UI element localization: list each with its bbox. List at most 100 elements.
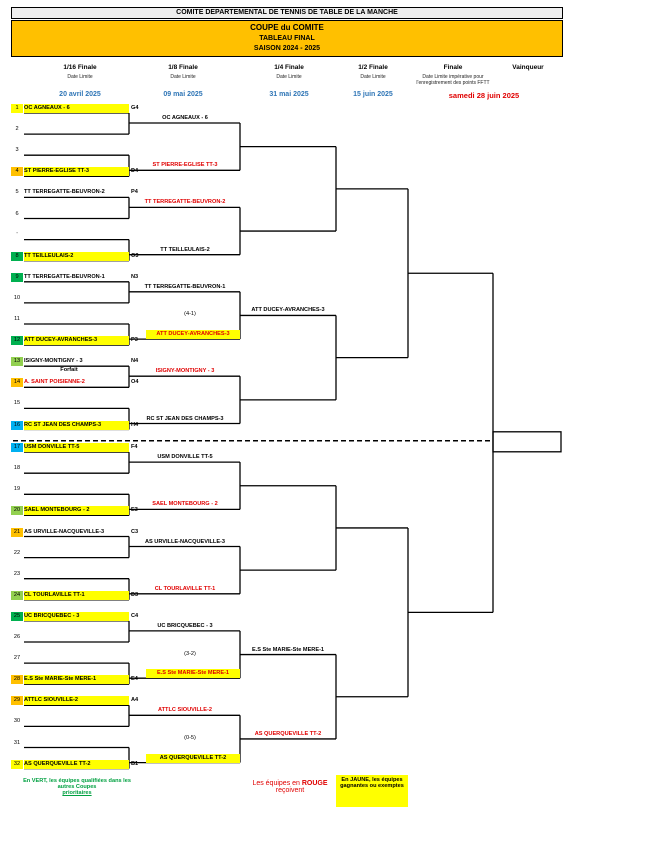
match-score: (0-5)	[184, 734, 196, 741]
group-code: O4	[131, 379, 139, 386]
seed-number: 26	[13, 634, 21, 640]
group-code: P4	[131, 189, 138, 196]
seed-number: 24	[11, 590, 23, 600]
round-deadline-label: Date Limite impérative pour l'enregistre…	[416, 74, 490, 86]
seed-number: 29	[11, 696, 23, 706]
group-code: B1	[131, 760, 139, 767]
team-entry: TT TERREGATTE-BEUVRON-1	[24, 273, 105, 280]
team-entry: OC AGNEAUX - 6	[24, 104, 129, 113]
legend-green-link: prioritaires	[62, 790, 92, 796]
seed-number: 3	[15, 147, 19, 154]
legend-red-c: reçoivent	[275, 787, 305, 794]
team-entry: UC BRICQUEBEC - 3	[24, 611, 129, 621]
r2-team: OC AGNEAUX - 6	[162, 115, 208, 121]
round-date: 31 mai 2025	[269, 91, 309, 98]
r2-team: ATT DUCEY-AVRANCHES-3	[146, 330, 240, 340]
committee-banner: COMITE DEPARTEMENTAL DE TENNIS DE TABLE …	[11, 7, 563, 19]
season: SAISON 2024 - 2025	[253, 45, 321, 52]
round-date: samedi 28 juin 2025	[448, 91, 520, 100]
group-code: P3	[131, 337, 138, 344]
seed-number: 8	[11, 251, 23, 261]
r3-team: AS QUERQUEVILLE TT-2	[254, 730, 322, 737]
r2-team: TT TEILLEULAIS-2	[160, 246, 210, 253]
group-code: A4	[131, 697, 139, 704]
team-entry: TT TEILLEULAIS-2	[24, 251, 129, 261]
seed-number: 10	[13, 294, 21, 301]
seed-number: 2	[15, 126, 19, 133]
match-score: (3-2)	[184, 650, 196, 657]
round-date: 09 mai 2025	[163, 91, 203, 98]
seed-number: 13	[11, 357, 23, 367]
r2-team: TT TERREGATTE-BEUVRON-2	[144, 199, 226, 206]
group-code: H4	[131, 421, 139, 428]
seed-number: 25	[11, 611, 23, 621]
round-date: 20 avril 2025	[59, 91, 101, 98]
seed-number: 9	[11, 272, 23, 282]
team-entry: A. SAINT POISIENNE-2	[24, 379, 85, 386]
seed-number: 5	[15, 189, 19, 196]
r3-team: E.S Ste MARIE-Ste MERE-1	[251, 646, 325, 653]
legend-yellow: En JAUNE, les équipes gagnantes ou exemp…	[336, 775, 408, 807]
cup-subtitle: TABLEAU FINAL	[259, 35, 315, 42]
seed-number: 16	[11, 420, 23, 430]
legend-red-b: ROUGE	[301, 780, 328, 787]
seed-number: 31	[13, 739, 21, 746]
legend-red-a: Les équipes en	[252, 780, 302, 787]
r2-team: ATTLC SIOUVILLE-2	[158, 707, 212, 714]
r2-team: UC BRICQUEBEC - 3	[157, 622, 213, 629]
seed-number: 4	[11, 167, 23, 177]
r2-team: USM DONVILLE TT-5	[157, 454, 213, 461]
team-entry: CL TOURLAVILLE TT-1	[24, 590, 129, 600]
seed-number: 14	[11, 378, 23, 388]
team-entry: SAEL MONTEBOURG - 2	[24, 506, 129, 516]
round-header: 1/2 Finale	[358, 64, 388, 71]
team-entry: RC ST JEAN DES CHAMPS-3	[24, 420, 129, 430]
round-deadline-label: Date Limite	[170, 74, 196, 80]
legend-red: Les équipes en ROUGE reçoivent	[240, 780, 340, 794]
r2-team: ISIGNY-MONTIGNY - 3	[155, 368, 215, 375]
forfait-note: Forfait	[60, 367, 78, 374]
seed-number: '	[16, 231, 18, 238]
seed-number: 12	[11, 336, 23, 346]
team-entry: ATT DUCEY-AVRANCHES-3	[24, 336, 129, 346]
seed-number: 1	[11, 104, 23, 113]
seed-number: 20	[11, 506, 23, 516]
r2-team: SAEL MONTEBOURG - 2	[152, 501, 218, 508]
round-header: 1/4 Finale	[274, 64, 304, 71]
group-code: N3	[131, 273, 139, 280]
team-entry: TT TERREGATTE-BEUVRON-2	[24, 189, 105, 196]
group-code: D3	[131, 591, 139, 598]
seed-number: 23	[13, 570, 21, 577]
r2-team: TT TERREGATTE-BEUVRON-1	[144, 283, 226, 290]
cup-title: COUPE du COMITE	[250, 23, 324, 32]
seed-number: 21	[11, 527, 23, 537]
r3-team: ATT DUCEY-AVRANCHES-3	[251, 307, 325, 314]
legend-green-text: En VERT, les équipes qualifiées dans les…	[23, 778, 131, 790]
winner-box	[492, 431, 562, 453]
team-entry: AS URVILLE-NACQUEVILLE-3	[24, 528, 105, 535]
r2-team: CL TOURLAVILLE TT-1	[154, 585, 216, 592]
group-code: C3	[131, 528, 139, 535]
round-deadline-label: Date Limite	[67, 74, 93, 80]
seed-number: 15	[13, 400, 21, 407]
team-entry: ISIGNY-MONTIGNY - 3	[24, 358, 83, 365]
seed-number: 30	[13, 718, 21, 725]
team-entry: ST PIERRE-EGLISE TT-3	[24, 167, 129, 177]
title-banner: COUPE du COMITE TABLEAU FINAL SAISON 202…	[11, 20, 563, 57]
r2-team: RC ST JEAN DES CHAMPS-3	[146, 415, 224, 422]
group-code: D4	[131, 168, 139, 175]
round-header: Finale	[443, 64, 463, 71]
seed-number: 19	[13, 486, 21, 493]
match-score: (4-1)	[184, 311, 196, 318]
round-header: 1/8 Finale	[168, 64, 198, 71]
team-entry: ATTLC SIOUVILLE-2	[24, 696, 129, 706]
seed-number: 22	[13, 549, 21, 556]
team-entry: E.S Ste MARIE-Ste MERE-1	[24, 675, 129, 685]
seed-number: 28	[11, 675, 23, 685]
seed-number: 6	[15, 210, 19, 217]
round-header: Vainqueur	[512, 64, 544, 71]
group-code: C4	[131, 612, 139, 619]
group-code: G4	[131, 105, 139, 111]
seed-number: 32	[11, 759, 23, 769]
